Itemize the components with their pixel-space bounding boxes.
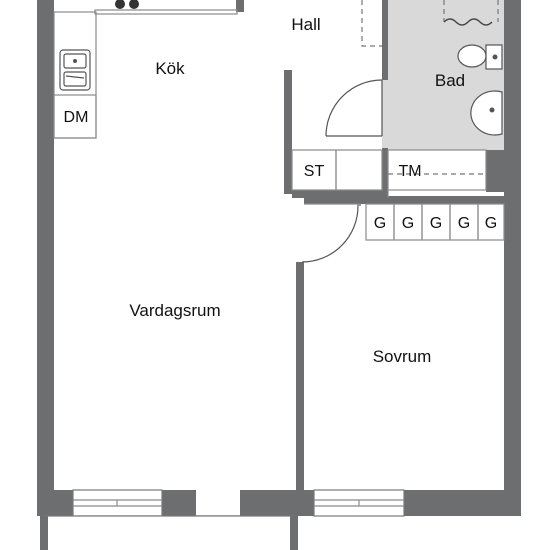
balcony <box>40 515 298 550</box>
stove-icon <box>115 0 139 9</box>
label-dm: DM <box>64 109 89 126</box>
living-window <box>72 489 163 517</box>
wardrobe-row <box>365 203 505 241</box>
bedroom-window <box>313 489 405 517</box>
label-st: ST <box>304 163 325 180</box>
label-g-2: G <box>402 215 414 232</box>
room-label-bad: Bad <box>435 71 465 90</box>
room-label-kok: Kök <box>155 59 185 78</box>
bathroom-fixtures <box>443 0 503 136</box>
kitchen-counter <box>53 0 238 139</box>
label-g-1: G <box>374 215 386 232</box>
room-label-sovrum: Sovrum <box>373 347 432 366</box>
room-label-vardagsrum: Vardagsrum <box>129 301 220 320</box>
bedroom-door <box>301 203 361 263</box>
label-g-3: G <box>430 215 442 232</box>
label-g-4: G <box>458 215 470 232</box>
hall-storage <box>361 0 382 47</box>
label-g-5: G <box>485 215 497 232</box>
walls <box>37 0 521 516</box>
shower-icon <box>443 0 499 26</box>
bathroom-door <box>325 79 383 137</box>
toilet-icon <box>457 44 503 70</box>
room-label-hall: Hall <box>291 15 320 34</box>
closets <box>291 149 487 198</box>
washbasin-icon <box>470 90 503 136</box>
sink-icon <box>59 49 91 91</box>
windows <box>72 489 405 517</box>
label-tm: TM <box>398 163 421 180</box>
